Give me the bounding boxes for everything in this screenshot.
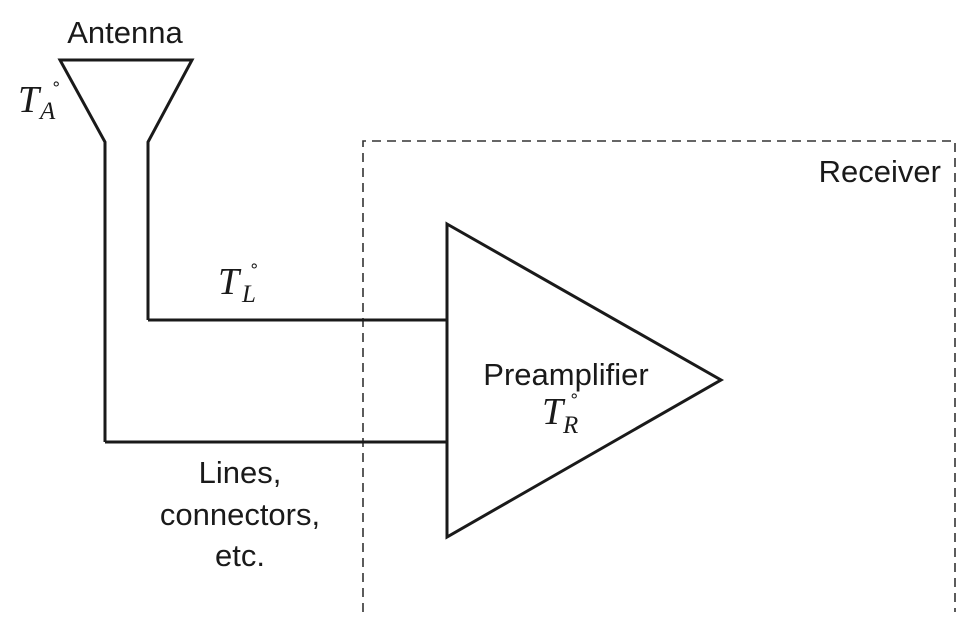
receiver-label: Receiver [819, 154, 941, 189]
svg-text:°: ° [52, 79, 61, 99]
svg-text:°: ° [250, 261, 259, 281]
svg-text:T: T [218, 261, 242, 303]
receiver-boundary [362, 140, 956, 612]
antenna-temperature: T A ° [18, 79, 61, 125]
lines-caption: Lines, connectors, etc. [160, 455, 320, 573]
antenna-horn-icon [57, 58, 195, 442]
line-temperature: T L ° [218, 261, 259, 308]
svg-text:T: T [18, 79, 42, 121]
svg-text:°: ° [570, 391, 579, 411]
svg-text:connectors,: connectors, [160, 497, 320, 532]
svg-text:etc.: etc. [215, 538, 265, 573]
antenna-label: Antenna [67, 15, 183, 50]
svg-text:T: T [542, 391, 566, 433]
svg-text:L: L [241, 281, 256, 308]
preamplifier-triangle-icon [445, 221, 725, 540]
svg-text:A: A [38, 98, 56, 125]
svg-text:Lines,: Lines, [199, 455, 282, 490]
preamplifier-label: Preamplifier [483, 357, 648, 392]
svg-text:R: R [562, 412, 578, 439]
preamplifier-temperature: T R ° [542, 391, 579, 439]
